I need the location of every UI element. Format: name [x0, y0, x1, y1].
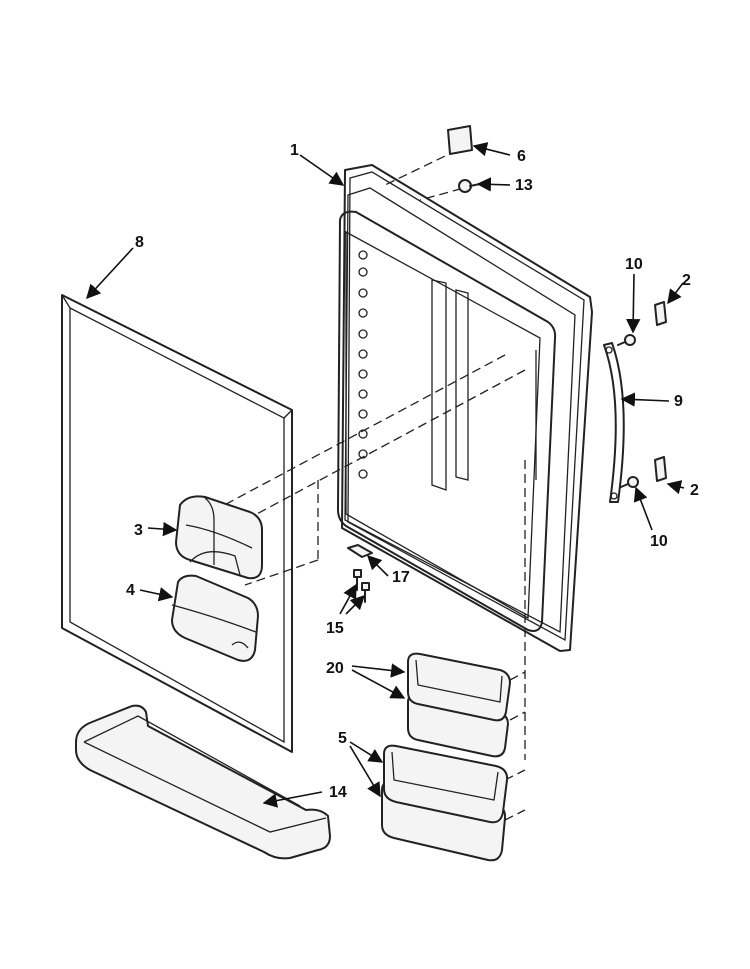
dairy-bin-part-4 [171, 574, 259, 662]
callout-8: 8 [135, 234, 144, 251]
callout-5: 5 [338, 730, 347, 747]
bottom-bin-part-14 [75, 704, 331, 860]
door-bins-part-5 [381, 744, 509, 862]
callout-14: 14 [329, 784, 347, 801]
screw-part-13 [458, 179, 481, 193]
dairy-door-part-3 [175, 495, 263, 580]
hinge-bracket-part-17 [347, 544, 373, 558]
handle-screws-part-10 [617, 334, 639, 488]
callout-6: 6 [517, 148, 526, 165]
callout-17: 17 [392, 569, 410, 586]
callout-3: 3 [134, 522, 143, 539]
callout-10-top: 10 [625, 256, 643, 273]
callout-2-top: 2 [682, 272, 691, 289]
handle-part-9 [603, 342, 625, 503]
callout-13: 13 [515, 177, 533, 194]
label-part-6 [447, 125, 473, 155]
door-assembly-part-1 [337, 164, 593, 652]
callout-10-bottom: 10 [650, 533, 668, 550]
callout-2-bottom: 2 [690, 482, 699, 499]
callout-9: 9 [674, 393, 683, 410]
callout-4: 4 [126, 582, 135, 599]
callout-15: 15 [326, 620, 344, 637]
callout-1: 1 [290, 142, 299, 159]
end-caps-part-2 [654, 301, 667, 482]
callout-labels: 1 6 13 8 10 2 9 2 10 3 4 17 15 20 5 14 [126, 142, 699, 801]
assembly-dashed-lines [214, 143, 526, 821]
door-bins-part-20 [407, 652, 511, 758]
door-gasket-part-8 [61, 294, 293, 753]
callout-leader-lines [86, 142, 685, 808]
callout-20: 20 [326, 660, 344, 677]
door-shelf-holes [358, 250, 368, 479]
